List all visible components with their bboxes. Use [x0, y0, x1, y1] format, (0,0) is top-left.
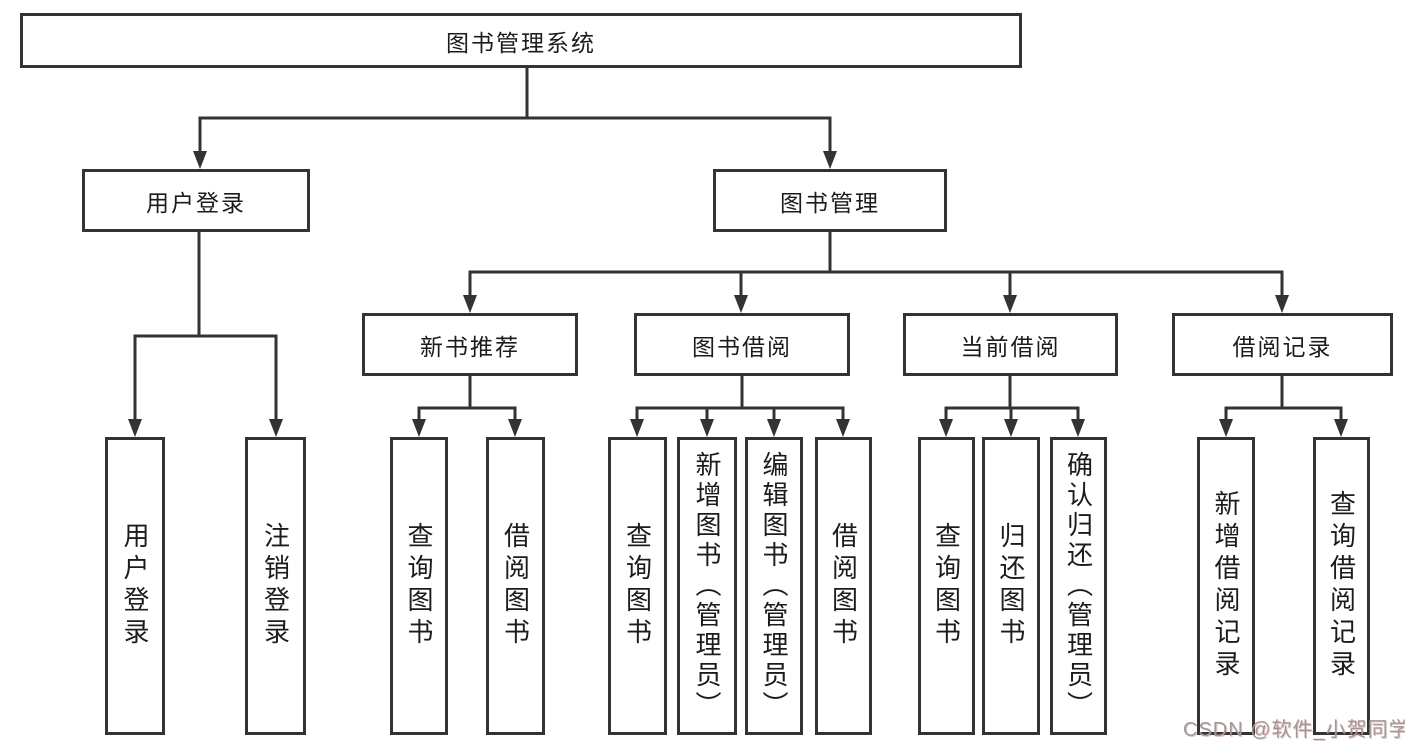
node-cb-query-books: 查询图书 [918, 437, 975, 735]
node-label: 新增图书（管理员） [692, 451, 722, 721]
node-bb-query-books: 查询图书 [608, 437, 667, 735]
node-book-management: 图书管理 [713, 169, 947, 232]
arrowheads-root-to-level2 [193, 151, 837, 169]
connector-user-login-children [133, 230, 278, 423]
arrowheads-book-management-children [463, 295, 1289, 313]
arrowheads-user-login-children [128, 419, 283, 437]
node-br-query-record: 查询借阅记录 [1313, 437, 1370, 735]
node-bb-borrow-books: 借阅图书 [815, 437, 872, 735]
node-current-borrow: 当前借阅 [903, 313, 1118, 376]
node-label: 借阅图书 [828, 522, 859, 650]
csdn-watermark: CSDN @软件_小贺同学 [1183, 719, 1405, 741]
node-label: 图书借阅 [692, 333, 792, 360]
node-label: 新增借阅记录 [1211, 490, 1241, 682]
node-label: 借阅图书 [500, 522, 531, 650]
node-user-login-leaf: 用户登录 [105, 437, 165, 735]
connector-new-book-recommend-children [417, 374, 517, 423]
node-bb-edit-books: 编辑图书（管理员） [745, 437, 803, 735]
node-label: 用户登录 [146, 189, 246, 216]
node-cb-confirm-return: 确认归还（管理员） [1050, 437, 1107, 735]
node-label: 当前借阅 [960, 333, 1061, 360]
node-logout: 注销登录 [245, 437, 306, 735]
node-label: 归还图书 [996, 522, 1026, 650]
node-br-add-record: 新增借阅记录 [1197, 437, 1255, 735]
node-nbr-borrow-books: 借阅图书 [486, 437, 545, 735]
node-label: 查询图书 [622, 522, 653, 650]
connector-book-management-children [468, 230, 1284, 299]
node-library-management-system: 图书管理系统 [20, 13, 1022, 68]
node-label: 图书管理系统 [446, 29, 596, 56]
arrowheads-book-borrow-children [630, 419, 850, 437]
node-borrow-records: 借阅记录 [1172, 313, 1393, 376]
node-label: 查询图书 [404, 522, 434, 650]
connector-book-borrow-children [635, 374, 845, 423]
node-label: 新书推荐 [420, 333, 520, 360]
node-label: 图书管理 [780, 189, 880, 216]
node-cb-return-books: 归还图书 [982, 437, 1040, 735]
node-user-login: 用户登录 [82, 169, 310, 232]
arrowheads-current-borrow-children [939, 419, 1085, 437]
node-nbr-query-books: 查询图书 [390, 437, 448, 735]
node-bb-add-books: 新增图书（管理员） [677, 437, 737, 735]
connector-current-borrow-children [944, 374, 1080, 423]
node-label: 注销登录 [260, 522, 291, 650]
node-book-borrow: 图书借阅 [634, 313, 850, 376]
node-label: 查询图书 [931, 522, 962, 650]
node-label: 查询借阅记录 [1326, 490, 1357, 682]
node-label: 用户登录 [120, 522, 150, 650]
node-label: 确认归还（管理员） [1063, 451, 1094, 721]
node-new-book-recommend: 新书推荐 [362, 313, 578, 376]
node-label: 借阅记录 [1232, 333, 1333, 360]
connector-borrow-records-children [1224, 374, 1343, 423]
connector-root-to-level2 [198, 66, 832, 154]
arrowheads-new-book-recommend-children [412, 419, 522, 437]
arrowheads-borrow-records-children [1219, 419, 1348, 437]
node-label: 编辑图书（管理员） [759, 451, 789, 721]
